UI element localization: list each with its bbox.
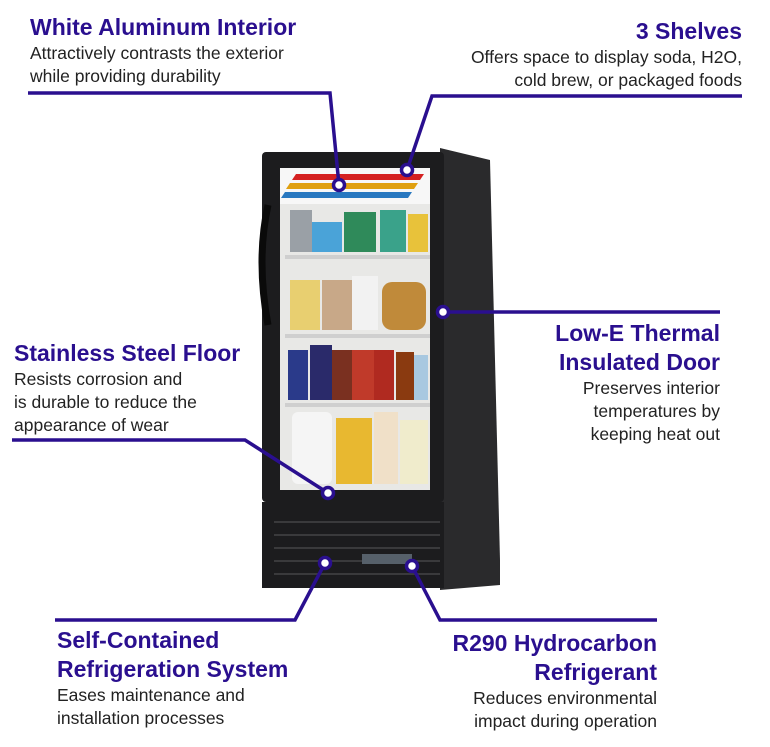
callout-text: keeping heat out bbox=[590, 424, 720, 444]
callout-text: Resists corrosion and bbox=[14, 369, 183, 389]
callout-low-e-door: Low-E Thermal Insulated Door Preserves i… bbox=[555, 319, 720, 446]
callout-title: White Aluminum Interior bbox=[30, 14, 297, 40]
callout-text: is durable to reduce the bbox=[14, 392, 197, 412]
callout-text: impact during operation bbox=[474, 711, 657, 731]
callout-title: Self-Contained bbox=[57, 627, 220, 653]
callout-text: appearance of wear bbox=[14, 415, 169, 435]
callout-text: Eases maintenance and bbox=[57, 685, 245, 705]
callout-dots bbox=[317, 162, 451, 574]
callout-text: Offers space to display soda, H2O, bbox=[470, 47, 742, 67]
callout-title: 3 Shelves bbox=[635, 18, 742, 44]
callout-text: installation processes bbox=[57, 708, 225, 728]
callout-white-aluminum-interior: White Aluminum Interior Attractively con… bbox=[30, 13, 296, 88]
callout-text: Attractively contrasts the exterior bbox=[30, 43, 284, 63]
callout-lines bbox=[12, 91, 742, 622]
callout-three-shelves: 3 Shelves Offers space to display soda, … bbox=[471, 17, 742, 92]
callout-title: Refrigeration System bbox=[57, 656, 289, 682]
callout-title: Insulated Door bbox=[558, 349, 720, 375]
callout-stainless-steel-floor: Stainless Steel Floor Resists corrosion … bbox=[14, 339, 240, 437]
shelves bbox=[285, 255, 430, 407]
callout-text: Reduces environmental bbox=[473, 688, 657, 708]
callout-title: Refrigerant bbox=[534, 659, 657, 685]
callout-text: Preserves interior bbox=[582, 378, 720, 398]
callout-title: Stainless Steel Floor bbox=[14, 340, 241, 366]
control-panel bbox=[362, 554, 412, 564]
callout-r290-refrigerant: R290 Hydrocarbon Refrigerant Reduces env… bbox=[452, 629, 657, 733]
door-handle bbox=[258, 204, 272, 326]
callout-text: temperatures by bbox=[593, 401, 720, 421]
callout-text: cold brew, or packaged foods bbox=[514, 70, 742, 90]
products bbox=[288, 210, 428, 484]
callout-self-contained-refrigeration: Self-Contained Refrigeration System Ease… bbox=[57, 626, 288, 730]
callout-text: while providing durability bbox=[30, 66, 221, 86]
callout-title: R290 Hydrocarbon bbox=[452, 630, 657, 656]
callout-title: Low-E Thermal bbox=[555, 320, 720, 346]
cabinet-side bbox=[440, 148, 500, 590]
